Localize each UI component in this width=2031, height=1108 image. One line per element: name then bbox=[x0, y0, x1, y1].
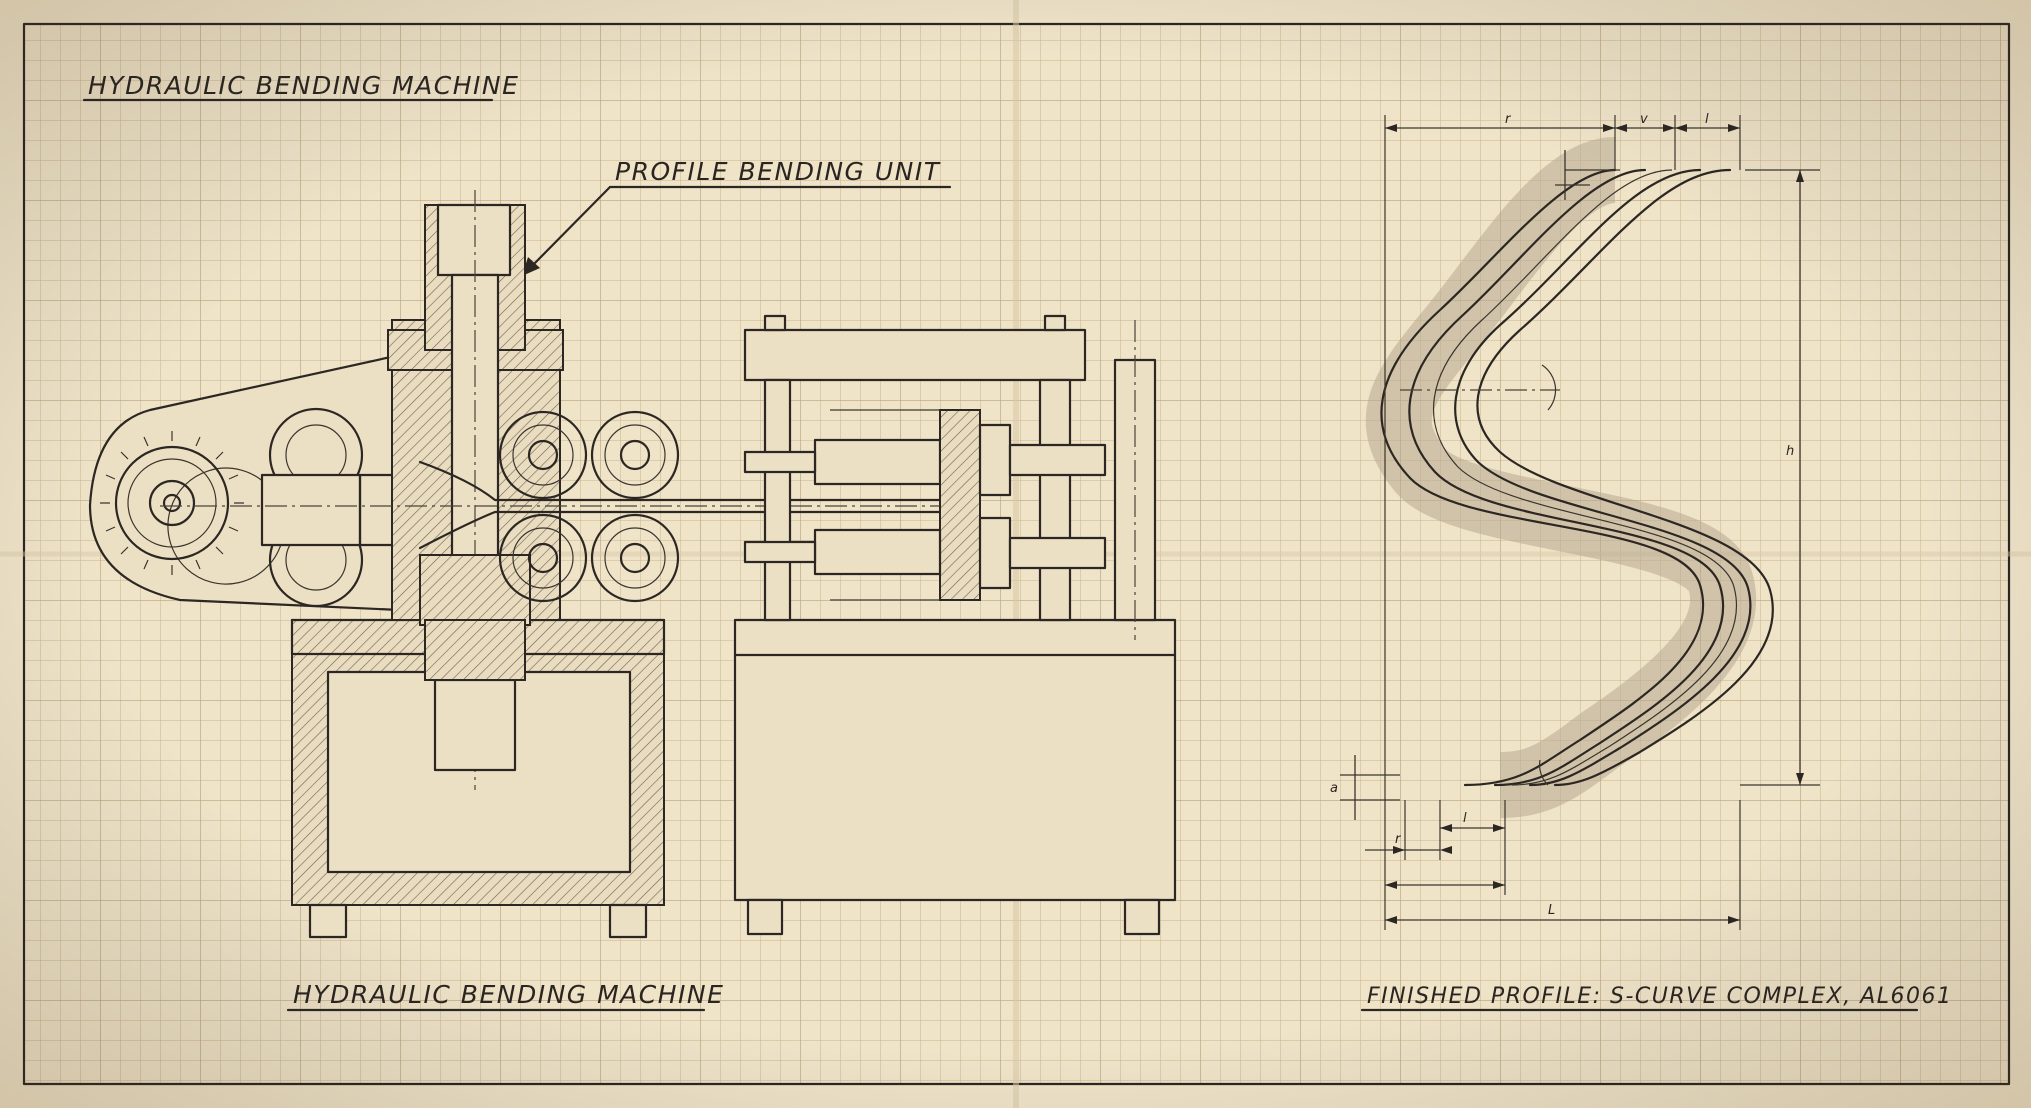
callout-label: PROFILE BENDING UNIT bbox=[615, 157, 941, 186]
foot-left bbox=[308, 903, 348, 939]
lower-ram bbox=[813, 528, 942, 576]
dim-thickness: a bbox=[1330, 781, 1339, 796]
upper-ram bbox=[813, 438, 942, 486]
s-curve-profile bbox=[1365, 137, 1774, 818]
press-column-left bbox=[763, 378, 792, 622]
callout-arrowhead bbox=[522, 257, 540, 276]
press-top-plate bbox=[743, 328, 1087, 382]
ram-crosshead bbox=[939, 409, 981, 601]
dim-height: h bbox=[1786, 444, 1796, 459]
dim-top-2: v bbox=[1640, 112, 1649, 127]
foot-right bbox=[608, 903, 648, 939]
hydraulic-press bbox=[733, 314, 1177, 936]
gear-hub bbox=[148, 479, 196, 527]
workpiece-upper bbox=[418, 460, 962, 502]
workpiece-lower bbox=[418, 510, 962, 550]
gear-teeth bbox=[100, 431, 244, 575]
drive-gear bbox=[167, 467, 285, 585]
lower-housing bbox=[419, 554, 531, 626]
clamp-block bbox=[260, 473, 362, 547]
callout-leader bbox=[528, 185, 612, 270]
press-column-right bbox=[1038, 378, 1072, 622]
dim-bottom-2: l bbox=[1463, 811, 1468, 826]
press-base bbox=[733, 618, 1177, 902]
lower-cylinder bbox=[433, 678, 517, 772]
dim-overall: L bbox=[1548, 903, 1557, 918]
bending-rolls bbox=[498, 410, 680, 603]
dim-top-3: l bbox=[1705, 112, 1710, 127]
caption-machine: HYDRAULIC BENDING MACHINE bbox=[293, 980, 724, 1009]
dimension-lines: r v l h a r l L bbox=[1330, 112, 1820, 930]
title-top: HYDRAULIC BENDING MACHINE bbox=[88, 71, 519, 100]
caption-profile: FINISHED PROFILE: S-CURVE COMPLEX, AL606… bbox=[1367, 984, 1953, 1009]
dim-top-1: r bbox=[1505, 112, 1512, 127]
profile-bending-unit bbox=[88, 190, 962, 939]
dim-bottom-1: r bbox=[1395, 832, 1402, 847]
